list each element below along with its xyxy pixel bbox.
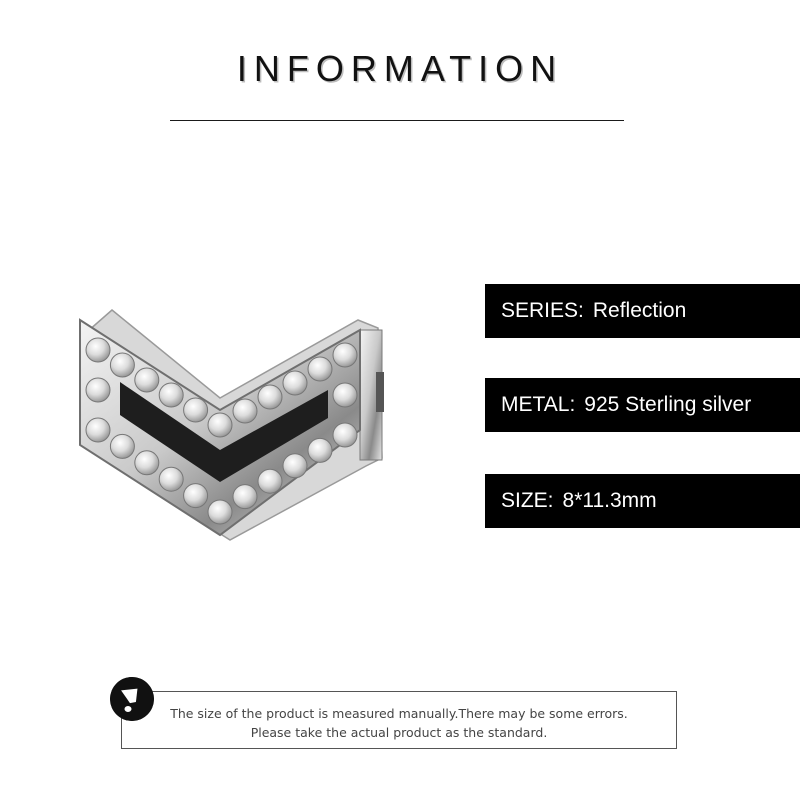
gem-stone	[207, 499, 233, 525]
gem-stone	[158, 466, 184, 492]
gem-stone	[232, 398, 258, 424]
title-divider	[170, 120, 624, 121]
gem-stone	[282, 370, 308, 396]
gem-stone	[332, 422, 358, 448]
exclamation-icon	[110, 677, 154, 721]
gem-stone	[183, 397, 209, 423]
gem-stone	[134, 450, 160, 476]
gem-stone	[85, 337, 111, 363]
gem-stone	[85, 417, 111, 443]
gem-stone	[207, 412, 233, 438]
gem-stone	[332, 382, 358, 408]
gem-stone	[332, 342, 358, 368]
gem-stone	[257, 384, 283, 410]
page-title: INFORMATION	[236, 48, 564, 89]
notice-line-1: The size of the product is measured manu…	[170, 706, 628, 721]
spec-size-label: SIZE:	[501, 489, 554, 512]
spec-size-value: 8*11.3mm	[562, 489, 657, 512]
gem-stone	[307, 437, 333, 463]
gem-stone	[109, 352, 135, 378]
spec-series-value: Reflection	[592, 299, 687, 322]
spec-size: SIZE: 8*11.3mm	[485, 474, 800, 528]
spec-metal-label: METAL:	[501, 393, 576, 416]
spec-metal: METAL: 925 Sterling silver	[485, 378, 800, 432]
gem-stone	[282, 453, 308, 479]
notice-box: The size of the product is measured manu…	[121, 691, 677, 749]
product-image	[79, 309, 384, 541]
spec-series: SERIES: Reflection	[485, 284, 800, 338]
gem-stone	[257, 468, 283, 494]
gem-stone	[85, 377, 111, 403]
gem-stone	[232, 484, 258, 510]
notice-line-2: Please take the actual product as the st…	[250, 725, 548, 740]
gem-stone	[158, 382, 184, 408]
notice-text: The size of the product is measured manu…	[122, 704, 676, 742]
gem-stone	[109, 433, 135, 459]
spec-series-label: SERIES:	[501, 299, 584, 322]
gem-stone	[183, 483, 209, 509]
spec-metal-value: 925 Sterling silver	[584, 393, 752, 416]
gem-stone	[307, 356, 333, 382]
gem-stone	[134, 367, 160, 393]
